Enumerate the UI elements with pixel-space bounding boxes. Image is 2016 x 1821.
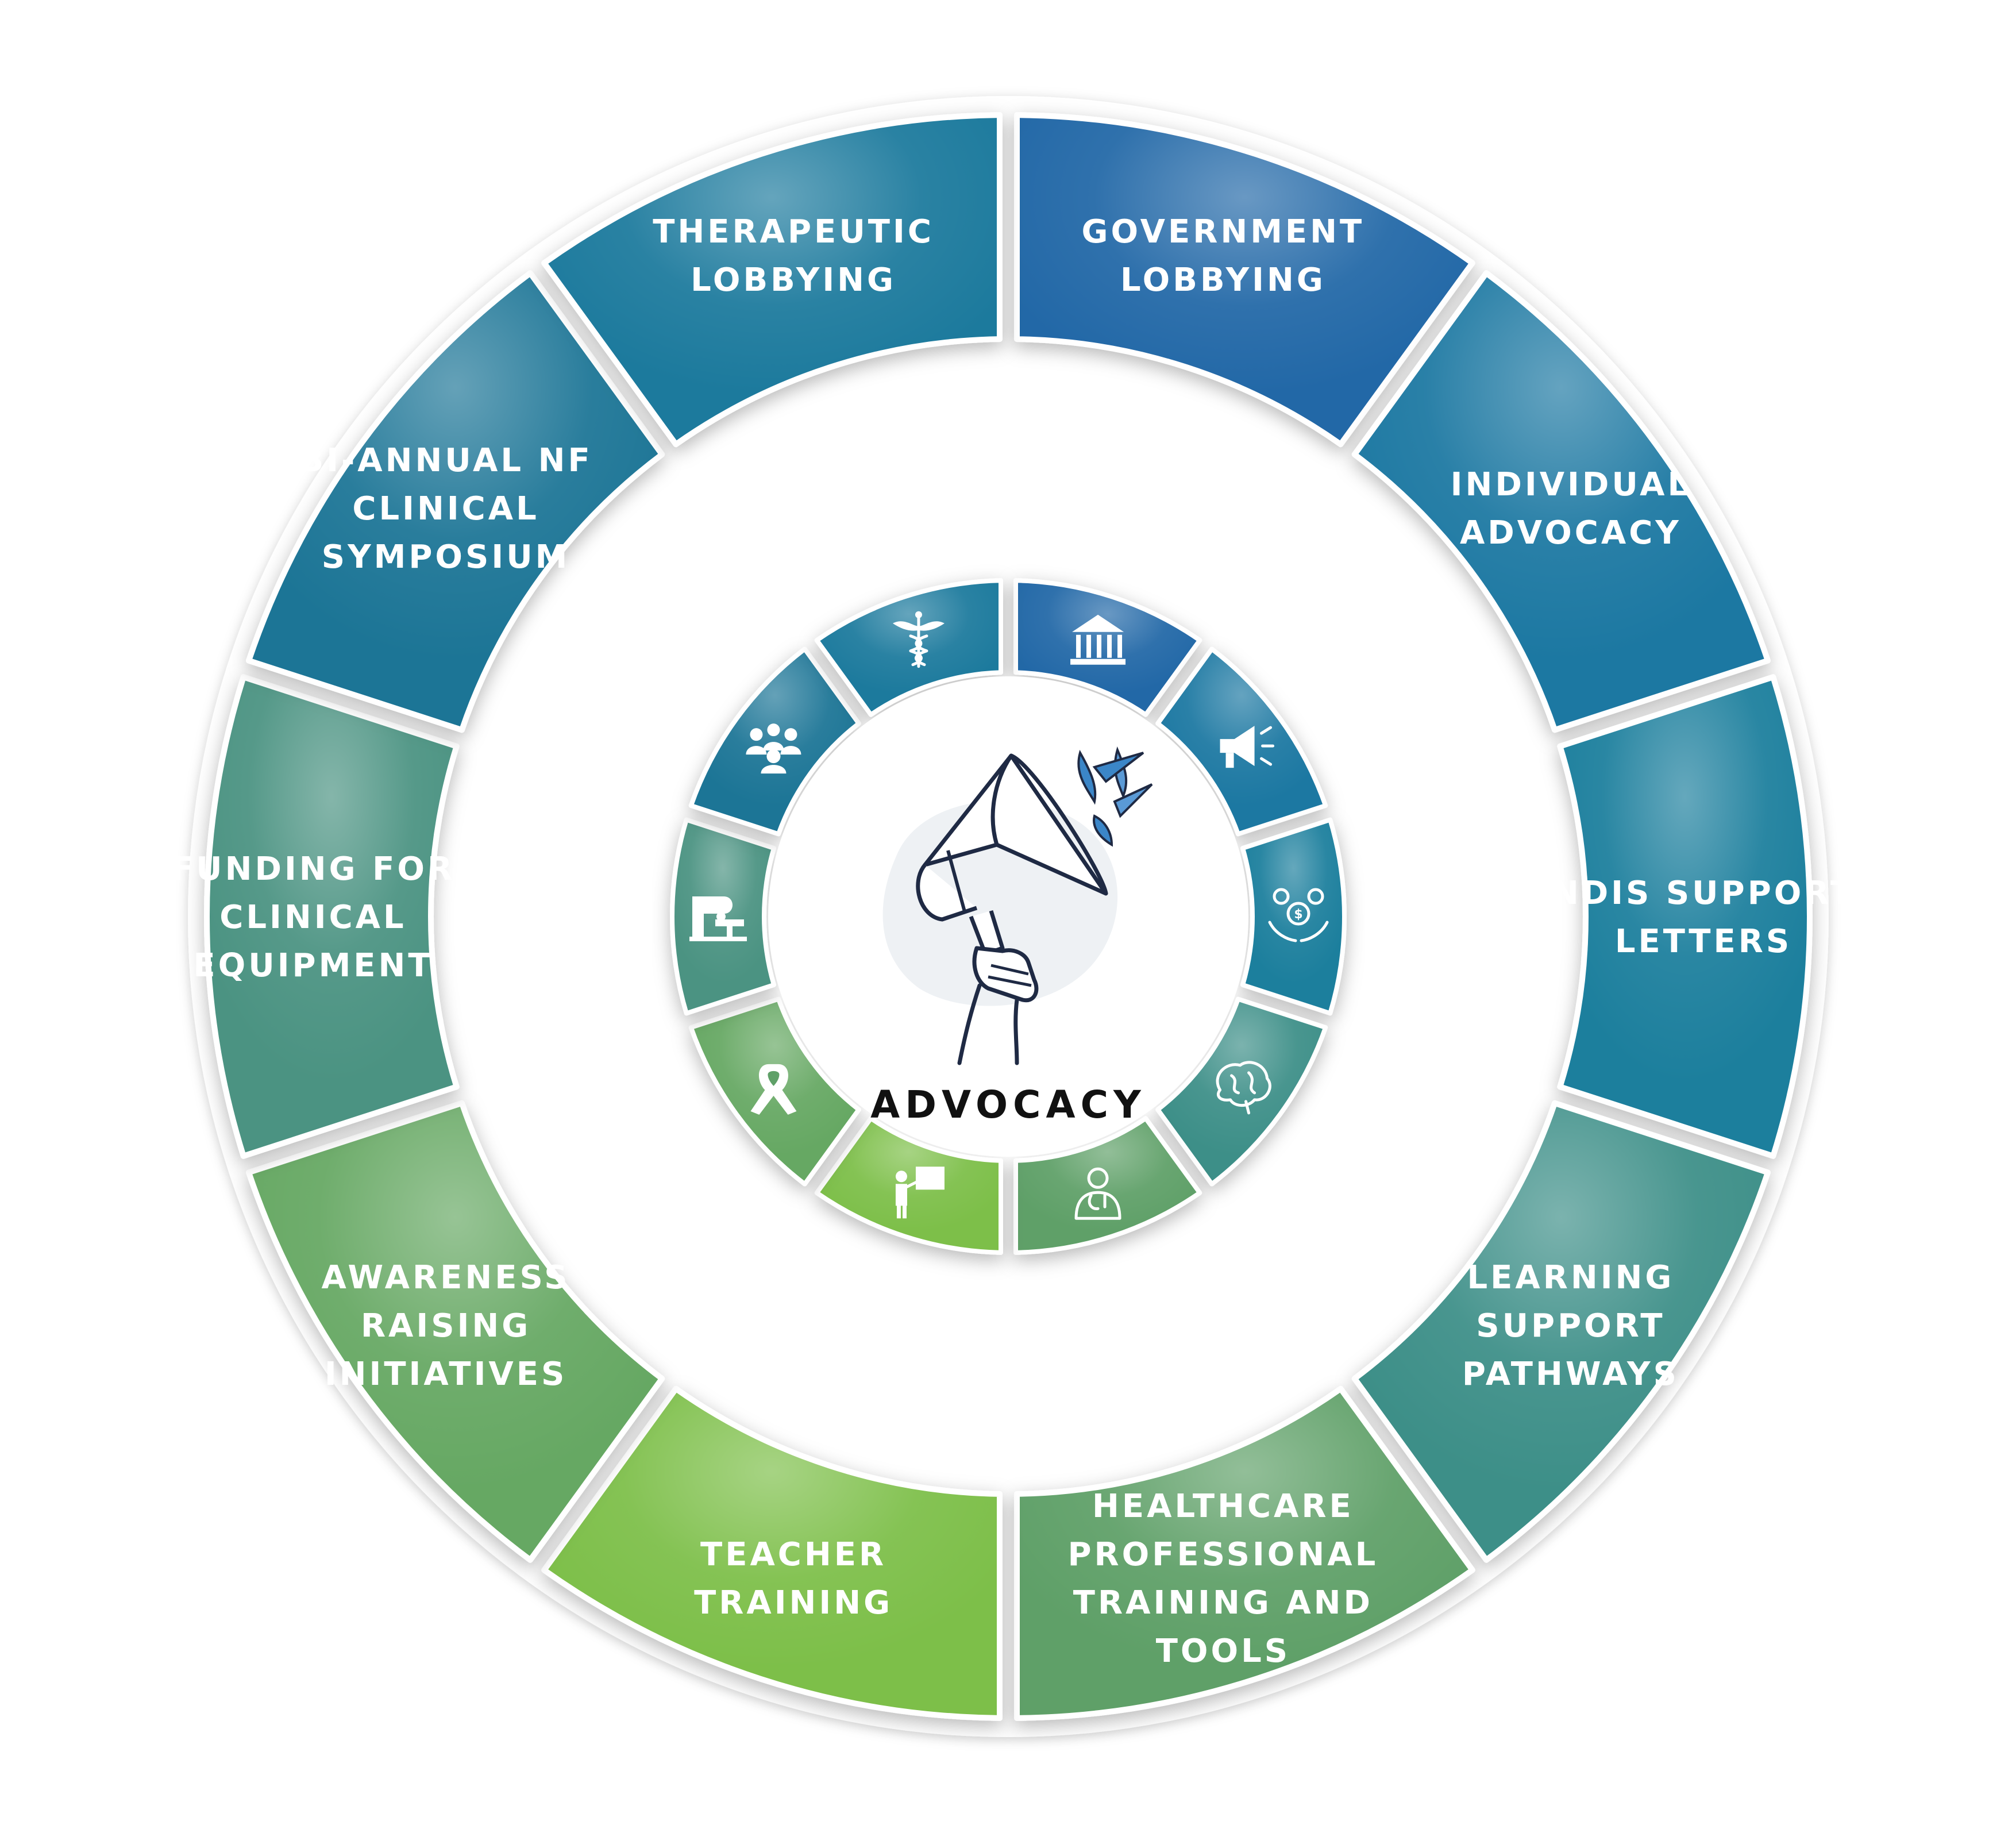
segment-label-line: SUPPORT bbox=[1476, 1307, 1665, 1345]
segment-label-line: TRAINING bbox=[694, 1584, 893, 1622]
inner-gloss-bi-annual-symposium bbox=[691, 649, 859, 834]
segment-government-lobbying bbox=[1014, 112, 1475, 448]
segment-label-learning-support-pathways: LEARNING SUPPORT PATHWAYS bbox=[1462, 1259, 1679, 1393]
segment-label-government-lobbying: GOVERNMENT LOBBYING bbox=[1082, 213, 1365, 299]
segment-label-line: RAISING bbox=[361, 1307, 531, 1345]
audience-group-icon bbox=[746, 723, 801, 774]
segment-label-line: TEACHER bbox=[700, 1536, 886, 1573]
segment-gloss-government-lobbying bbox=[1016, 115, 1473, 445]
segment-learning-support-pathways bbox=[1351, 1100, 1771, 1563]
money-hands-icon: $ bbox=[1268, 888, 1329, 942]
segment-label-line: AWARENESS bbox=[322, 1259, 571, 1296]
segment-bi-annual-symposium bbox=[245, 270, 665, 733]
segment-funding-clinical-equipment bbox=[204, 674, 460, 1159]
segment-gloss-learning-support-pathways bbox=[1354, 1103, 1768, 1560]
segment-label-line: SYMPOSIUM bbox=[322, 538, 571, 576]
doctor-icon bbox=[1074, 1167, 1121, 1220]
svg-text:$: $ bbox=[1294, 907, 1302, 922]
outer-ring bbox=[204, 112, 1813, 1721]
segment-healthcare-professional-training bbox=[1014, 1385, 1475, 1721]
inner-gloss-learning-support-pathways bbox=[1158, 999, 1326, 1184]
segment-gloss-teacher-training bbox=[544, 1388, 1000, 1718]
segment-therapeutic-lobbying bbox=[541, 112, 1003, 448]
segment-label-line: PROFESSIONAL bbox=[1068, 1536, 1379, 1573]
center-title: ADVOCACY bbox=[870, 1083, 1146, 1127]
segment-label-line: HEALTHCARE bbox=[1092, 1488, 1354, 1525]
segment-label-line: LOBBYING bbox=[691, 261, 896, 299]
segment-label-line: CLINICAL bbox=[219, 899, 406, 936]
segment-label-line: FUNDING FOR bbox=[171, 850, 455, 888]
inner-gloss-healthcare-professional-training bbox=[1015, 1118, 1200, 1253]
clinical-scanner-icon bbox=[689, 896, 747, 941]
segment-label-line: INDIVIDUAL bbox=[1451, 466, 1691, 503]
segment-gloss-therapeutic-lobbying bbox=[544, 115, 1000, 445]
segment-label-individual-advocacy: INDIVIDUAL ADVOCACY bbox=[1451, 466, 1691, 552]
segment-gloss-individual-advocacy bbox=[1354, 273, 1768, 730]
segment-icons: $ bbox=[689, 611, 1329, 1220]
caduceus-icon bbox=[892, 611, 945, 668]
segment-label-funding-clinical-equipment: FUNDING FOR CLINICAL EQUIPMENT bbox=[171, 850, 455, 984]
segment-teacher-training bbox=[541, 1385, 1003, 1721]
brain-icon bbox=[1216, 1061, 1271, 1115]
segment-label-line: TOOLS bbox=[1156, 1633, 1290, 1670]
segment-label-teacher-training: TEACHER TRAINING bbox=[694, 1536, 893, 1622]
segment-label-line: BI-ANNUAL NF bbox=[299, 442, 592, 479]
segment-label-line: LOBBYING bbox=[1120, 261, 1326, 299]
segment-label-line: LETTERS bbox=[1615, 923, 1792, 960]
segment-gloss-healthcare-professional-training bbox=[1016, 1388, 1473, 1718]
presenter-board-icon bbox=[895, 1166, 945, 1219]
segment-label-ndis-support-letters: NDIS SUPPORT LETTERS bbox=[1552, 875, 1855, 960]
government-building-icon bbox=[1070, 614, 1126, 665]
segment-label-line: ADVOCACY bbox=[1460, 514, 1682, 552]
segment-label-line: PATHWAYS bbox=[1462, 1356, 1679, 1393]
segment-label-bi-annual-symposium: BI-ANNUAL NF CLINICAL SYMPOSIUM bbox=[299, 442, 592, 576]
segment-label-line: GOVERNMENT bbox=[1082, 213, 1365, 251]
segment-gloss-funding-clinical-equipment bbox=[207, 677, 457, 1156]
segment-label-line: THERAPEUTIC bbox=[653, 213, 934, 251]
megaphone-icon bbox=[882, 746, 1153, 1065]
segment-label-awareness-raising-initiatives: AWARENESS RAISING INITIATIVES bbox=[322, 1259, 571, 1393]
segment-ndis-support-letters bbox=[1557, 674, 1813, 1159]
segment-label-line: EQUIPMENT bbox=[193, 947, 433, 984]
inner-segment-bi-annual-symposium bbox=[688, 646, 861, 837]
megaphone-icon bbox=[1220, 726, 1275, 768]
segment-label-line: CLINICAL bbox=[352, 490, 539, 528]
awareness-ribbon-icon bbox=[750, 1064, 797, 1115]
inner-segment-therapeutic-lobbying bbox=[814, 578, 1003, 717]
segment-label-line: TRAINING AND bbox=[1073, 1584, 1373, 1622]
segment-label-line: INITIATIVES bbox=[325, 1356, 568, 1393]
inner-segment-ndis-support-letters bbox=[1240, 817, 1347, 1016]
segment-label-line: LEARNING bbox=[1467, 1259, 1674, 1296]
center-megaphone bbox=[882, 746, 1153, 1065]
segment-labels: GOVERNMENT LOBBYING INDIVIDUAL ADVOCACY NDIS… bbox=[171, 213, 1855, 1670]
segment-label-healthcare-professional-training: HEALTHCARE PROFESSIONAL TRAINING AND TOOLS bbox=[1068, 1488, 1379, 1670]
segment-gloss-ndis-support-letters bbox=[1560, 677, 1810, 1156]
inner-gloss-therapeutic-lobbying bbox=[816, 580, 1001, 715]
segment-label-line: NDIS SUPPORT bbox=[1552, 875, 1855, 912]
segment-individual-advocacy bbox=[1351, 270, 1771, 733]
segment-label-therapeutic-lobbying: THERAPEUTIC LOBBYING bbox=[653, 213, 934, 299]
segment-gloss-bi-annual-symposium bbox=[248, 273, 662, 730]
inner-segment-learning-support-pathways bbox=[1155, 996, 1328, 1187]
segment-gloss-awareness-raising-initiatives bbox=[248, 1103, 662, 1560]
inner-gloss-ndis-support-letters bbox=[1243, 819, 1344, 1014]
inner-segment-healthcare-professional-training bbox=[1013, 1116, 1202, 1255]
segment-awareness-raising-initiatives bbox=[245, 1100, 665, 1563]
